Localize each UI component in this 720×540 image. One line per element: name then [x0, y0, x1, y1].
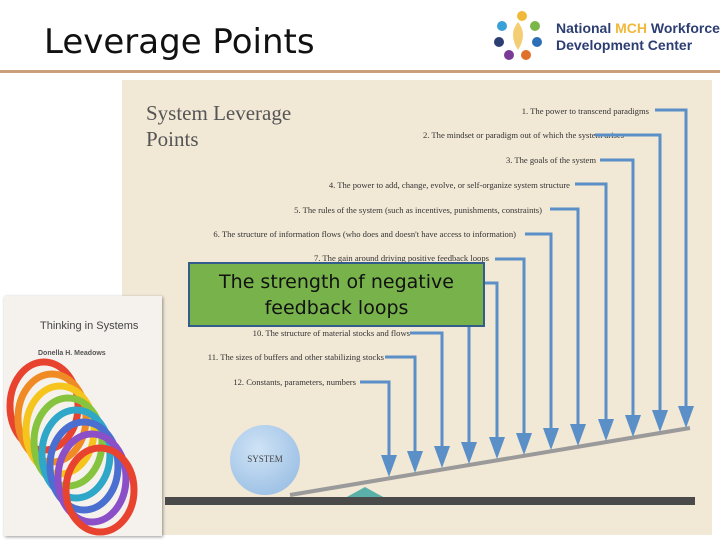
leverage-point-2: 2. The mindset or paradigm out of which … [422, 130, 624, 140]
leverage-arrowhead-10 [434, 446, 450, 468]
leverage-arrow-4 [575, 182, 608, 421]
leverage-point-12: 12. Constants, parameters, numbers [233, 377, 356, 387]
leverage-arrow-11 [385, 355, 417, 453]
leverage-point-7: 7. The gain around driving positive feed… [313, 253, 489, 263]
leverage-arrow-6 [525, 232, 553, 430]
logo-mark-icon [494, 11, 542, 60]
system-label: SYSTEM [247, 454, 283, 464]
leverage-arrowhead-4 [598, 419, 614, 441]
leverage-arrow-12 [360, 380, 391, 457]
leverage-point-3: 3. The goals of the system [505, 155, 596, 165]
leverage-arrowhead-12 [381, 455, 397, 477]
callout-negative-feedback: The strength of negative feedback loops [188, 262, 485, 327]
logo-accent: MCH [615, 20, 648, 36]
leverage-arrow-2 [595, 133, 662, 412]
diagram-title: System Leverage Points [146, 101, 292, 151]
leverage-point-1: 1. The power to transcend paradigms [521, 106, 649, 116]
leverage-arrow-10 [410, 331, 444, 448]
logo: National MCH Workforce Development Cente… [488, 6, 720, 68]
leverage-arrowhead-6 [543, 428, 559, 450]
leverage-arrow-9 [440, 306, 471, 444]
leverage-point-5: 5. The rules of the system (such as ince… [294, 205, 542, 215]
leverage-arrowhead-11 [407, 451, 423, 473]
book-title: Thinking in Systems [40, 320, 139, 332]
slide-title: Leverage Points [44, 22, 315, 62]
leverage-point-6: 6. The structure of information flows (w… [213, 229, 516, 239]
leverage-arrowhead-5 [570, 424, 586, 446]
logo-line1-pre: National [556, 20, 616, 36]
book-cover: Thinking in Systems Donella H. Meadows [4, 296, 162, 536]
title-divider [0, 70, 720, 73]
leverage-arrow-5 [550, 207, 580, 426]
system-ball [230, 425, 300, 495]
leverage-arrowhead-3 [625, 415, 641, 437]
leverage-arrow-1 [655, 108, 688, 408]
lever-beam [289, 426, 691, 497]
leverage-arrow-7 [495, 257, 526, 435]
leverage-arrowhead-2 [652, 410, 668, 432]
leverage-arrowhead-7 [516, 433, 532, 455]
leverage-arrowhead-9 [461, 442, 477, 464]
leverage-arrowhead-1 [678, 406, 694, 428]
leverage-point-4: 4. The power to add, change, evolve, or … [328, 180, 570, 190]
leverage-point-10: 10. The structure of material stocks and… [252, 328, 410, 338]
book-author: Donella H. Meadows [38, 350, 106, 357]
fulcrum [345, 487, 385, 498]
leverage-arrowhead-8 [489, 437, 505, 459]
logo-line2: Development Center [556, 37, 693, 53]
leverage-point-11: 11. The sizes of buffers and other stabi… [207, 352, 384, 362]
logo-line1-post: Workforce [647, 20, 720, 36]
slinky-icon [6, 358, 138, 536]
leverage-arrow-3 [600, 158, 635, 417]
ground-bar [165, 497, 695, 505]
